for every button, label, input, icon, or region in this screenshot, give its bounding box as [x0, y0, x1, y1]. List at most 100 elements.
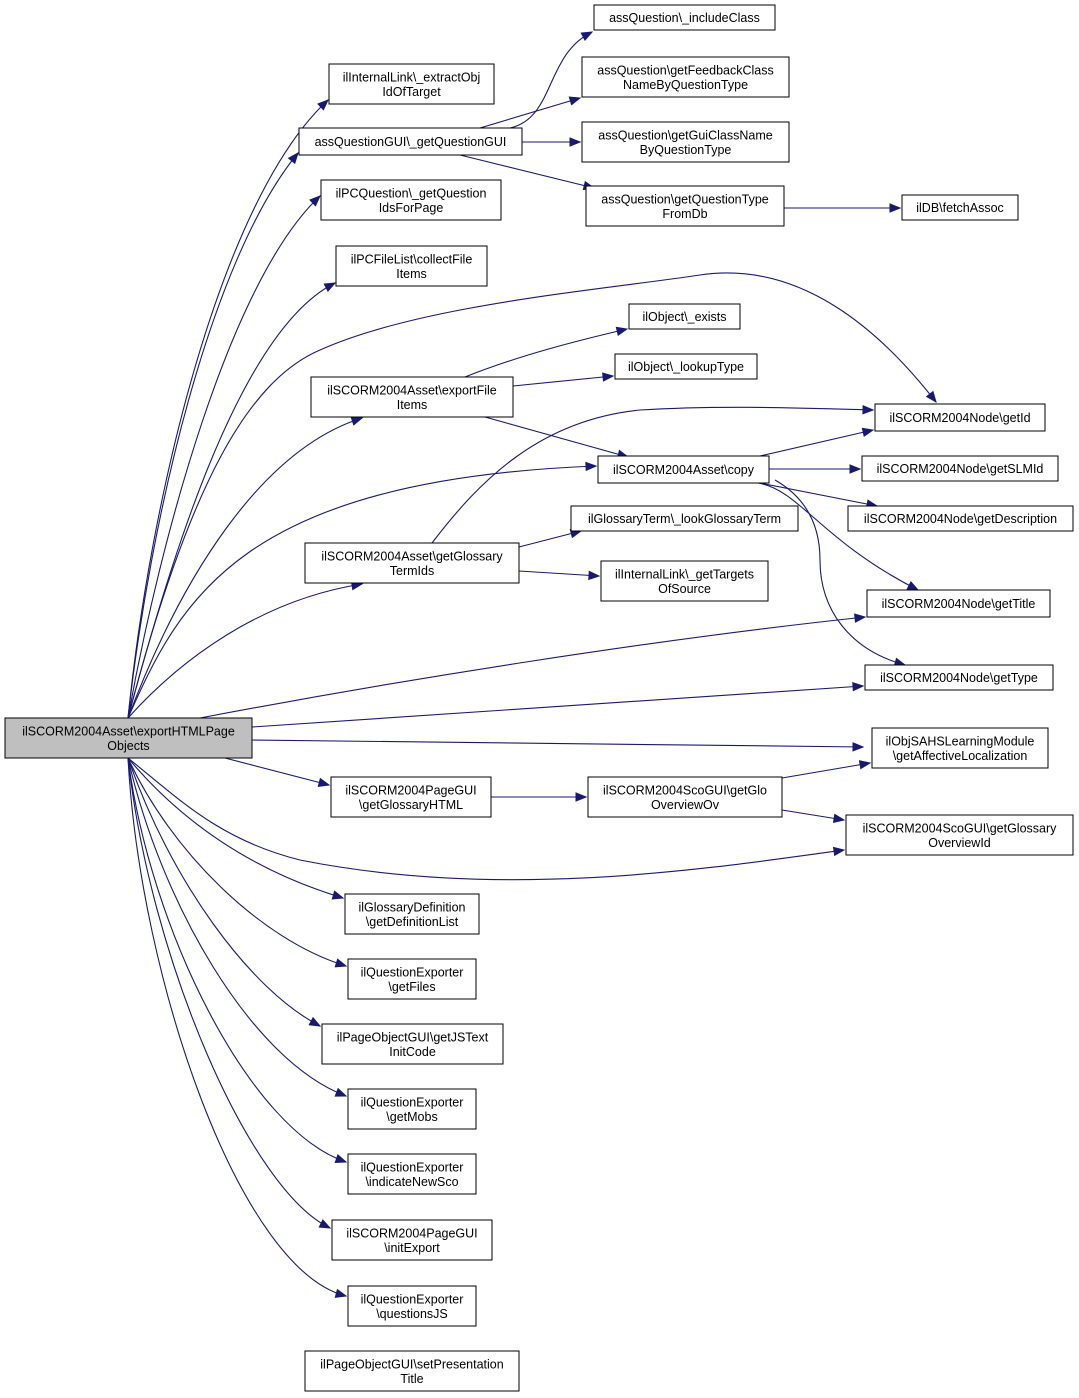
edge-n24-to-n22-arrowhead — [575, 792, 588, 802]
node-label-line: OfSource — [658, 582, 711, 596]
edge-root-to-n9 — [127, 282, 336, 719]
node-n20[interactable]: ilSCORM2004Node\getTitle — [866, 589, 1051, 618]
node-n14[interactable]: ilSCORM2004Asset\copy — [597, 455, 770, 484]
node-box — [874, 403, 1046, 432]
node-n12[interactable]: ilObject\_lookupType — [614, 353, 758, 380]
node-n5[interactable]: assQuestion\getGuiClassNameByQuestionTyp… — [581, 121, 790, 163]
edge-n18-to-n19 — [518, 570, 600, 577]
edge-root-to-n25-arrowhead — [832, 813, 846, 824]
edge-root-to-n8-arrowhead — [309, 195, 321, 207]
node-box — [347, 958, 477, 1000]
node-label-line: \indicateNewSco — [365, 1175, 458, 1189]
node-label-line: ilSCORM2004Node\getSLMId — [877, 462, 1044, 476]
node-label-line: Items — [397, 398, 428, 412]
node-n16[interactable]: ilSCORM2004Node\getDescription — [847, 505, 1074, 532]
node-n23[interactable]: ilSCORM2004PageGUI\getGlossaryHTML — [330, 776, 492, 818]
edge-root-to-n28-arrowhead — [334, 958, 348, 968]
node-label-line: ilSCORM2004ScoGUI\getGlossary — [863, 821, 1058, 835]
edge-n18-to-n13 — [431, 406, 874, 544]
node-n2[interactable]: assQuestionGUI\_getQuestionGUI — [298, 127, 523, 156]
node-box — [614, 353, 758, 380]
node-n32[interactable]: ilQuestionExporter\questionsJS — [347, 1285, 477, 1327]
edge-root-to-n21-arrowhead — [854, 613, 867, 623]
edge-root-to-n22-arrowhead — [852, 681, 865, 692]
node-label-line: ilSCORM2004Node\getId — [889, 411, 1030, 425]
node-box — [871, 727, 1049, 769]
edge-root-to-n11 — [127, 417, 363, 719]
edge-n2-to-n3-arrowhead — [580, 31, 594, 42]
node-label-line: ilObject\_exists — [642, 310, 726, 324]
node-n21[interactable]: ilSCORM2004Node\getType — [864, 664, 1054, 691]
edge-n14-to-n15-arrowhead — [849, 464, 862, 474]
node-label-line: \getFiles — [388, 980, 435, 994]
node-n4[interactable]: assQuestion\getFeedbackClassNameByQuesti… — [581, 56, 790, 98]
node-label-line: ilQuestionExporter — [361, 1292, 464, 1306]
node-label-line: ilSCORM2004Asset\copy — [613, 463, 755, 477]
node-label-line: ilSCORM2004Asset\getGlossary — [321, 549, 503, 563]
node-box — [861, 455, 1059, 482]
edge-root-to-n28 — [127, 757, 347, 967]
edge-root-to-n23-arrowhead — [852, 742, 865, 752]
node-box — [304, 1350, 520, 1392]
node-label-line: ilSCORM2004Node\getType — [880, 671, 1038, 685]
node-label-line: assQuestion\getGuiClassName — [598, 128, 772, 142]
node-label-line: assQuestion\_includeClass — [609, 11, 760, 25]
node-label-line: Title — [400, 1372, 423, 1386]
node-n15[interactable]: ilSCORM2004Node\getSLMId — [861, 455, 1059, 482]
node-box — [321, 1023, 504, 1065]
edge-root-to-n27 — [127, 757, 344, 899]
node-n17[interactable]: ilGlossaryTerm\_lookGlossaryTerm — [570, 505, 799, 532]
node-n27[interactable]: ilQuestionExporter\getFiles — [347, 958, 477, 1000]
node-n29[interactable]: ilQuestionExporter\getMobs — [347, 1088, 477, 1130]
edge-n14-to-n21 — [774, 479, 906, 666]
node-label-line: ByQuestionType — [640, 143, 732, 157]
node-box — [347, 1153, 477, 1195]
node-label-line: Items — [396, 267, 427, 281]
node-n31[interactable]: ilSCORM2004PageGUI\initExport — [331, 1219, 493, 1261]
edge-n11-to-n10-arrowhead — [615, 326, 629, 337]
edges — [127, 31, 937, 1298]
node-label-line: NameByQuestionType — [623, 78, 748, 92]
node-label-line: \getGlossaryHTML — [359, 798, 463, 812]
node-label-line: OverviewId — [928, 836, 991, 850]
node-box — [847, 505, 1074, 532]
edge-root-to-n31-arrowhead — [334, 1154, 348, 1164]
edge-root-to-n11-arrowhead — [350, 416, 364, 426]
node-box — [866, 589, 1051, 618]
node-n7[interactable]: ilDB\fetchAssoc — [901, 194, 1019, 221]
node-label-line: \getDefinitionList — [366, 915, 459, 929]
edge-n18-to-n13-arrowhead — [862, 404, 875, 415]
node-n3[interactable]: assQuestion\_includeClass — [593, 4, 776, 31]
edge-root-to-n30 — [127, 757, 347, 1097]
edge-root-to-n27-arrowhead — [331, 890, 345, 900]
node-n22[interactable]: ilObjSAHSLearningModule\getAffectiveLoca… — [871, 727, 1049, 769]
node-label-line: assQuestion\getFeedbackClass — [597, 63, 773, 77]
node-n26[interactable]: ilGlossaryDefinition\getDefinitionList — [344, 893, 480, 935]
node-box — [585, 185, 785, 227]
edge-root-to-n30-arrowhead — [334, 1087, 348, 1097]
node-n13[interactable]: ilSCORM2004Node\getId — [874, 403, 1046, 432]
edge-n2-to-n4 — [479, 97, 581, 129]
node-label-line: \initExport — [384, 1241, 440, 1255]
edge-n11-to-n12 — [512, 375, 614, 387]
node-label-line: IdsForPage — [379, 201, 444, 215]
node-box — [4, 717, 253, 759]
node-n30[interactable]: ilQuestionExporter\indicateNewSco — [347, 1153, 477, 1195]
edge-root-to-n32-arrowhead — [318, 1219, 332, 1229]
edge-n14-to-n13 — [759, 429, 874, 457]
node-n10[interactable]: ilObject\_exists — [628, 303, 741, 330]
edge-n23-to-n24 — [224, 757, 330, 786]
